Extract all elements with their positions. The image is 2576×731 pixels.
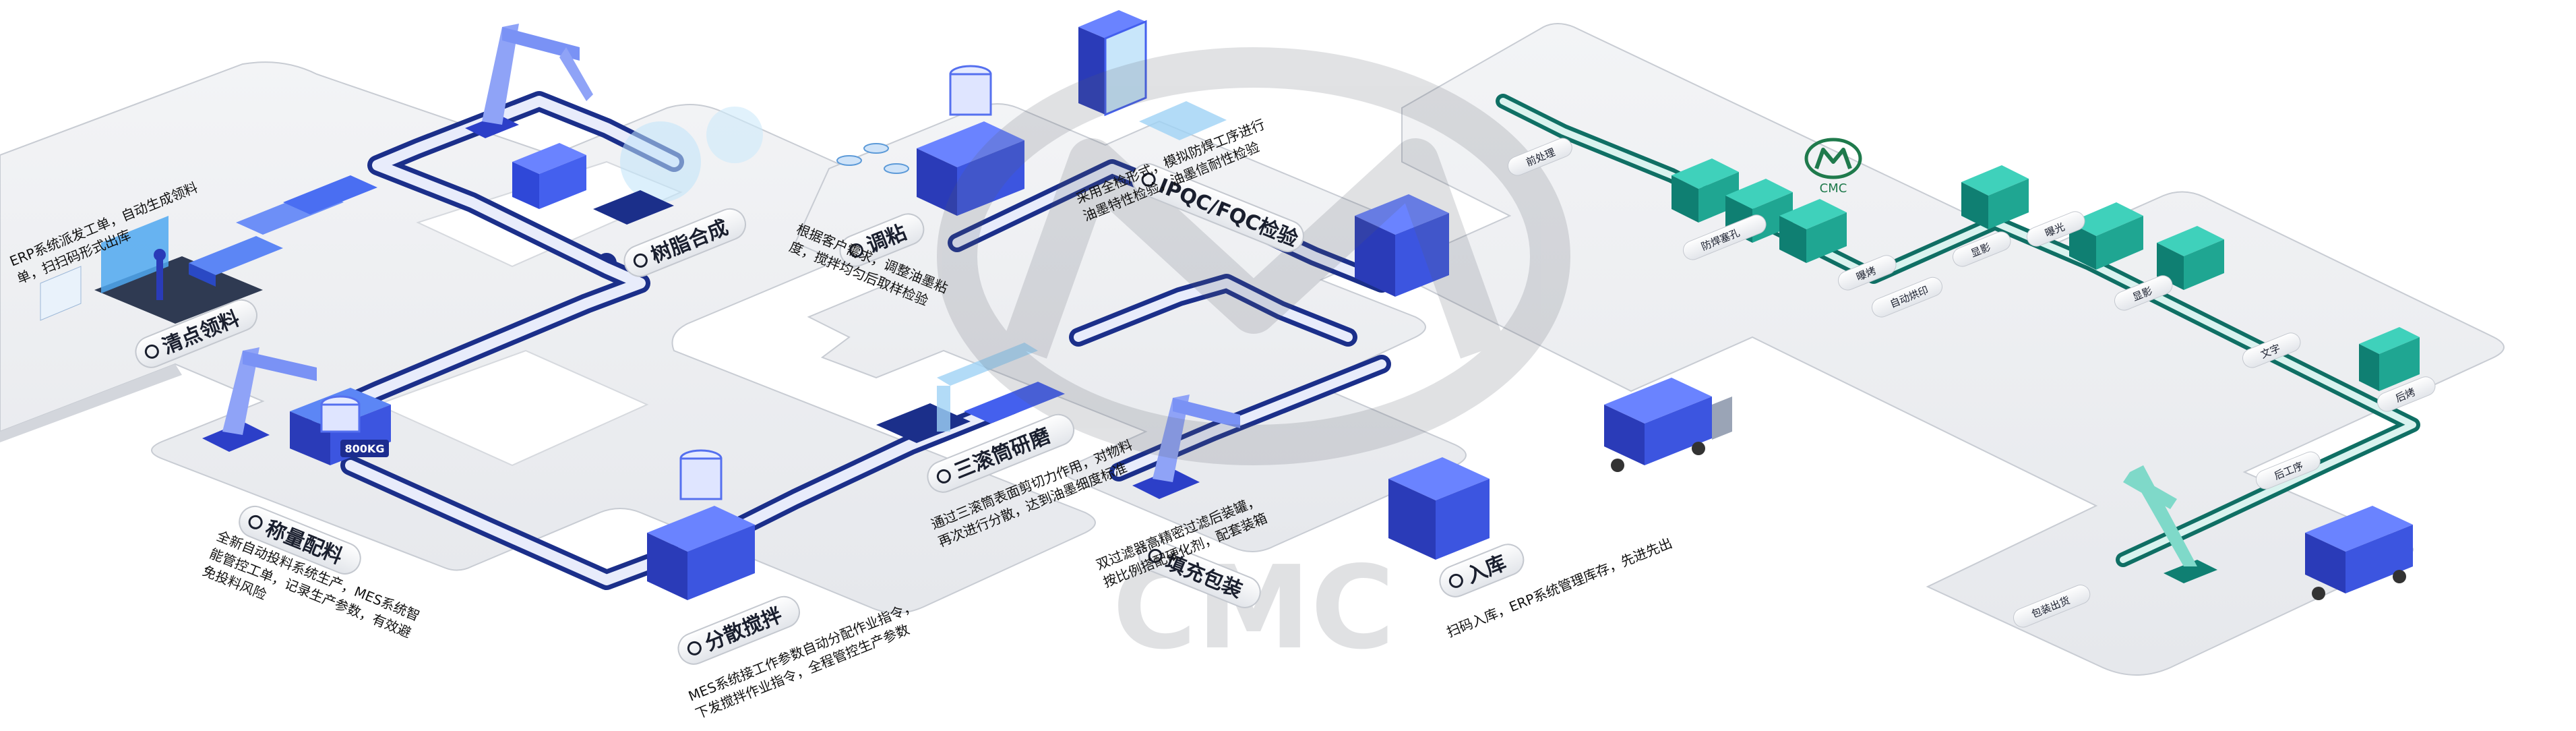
blue-cube-storage xyxy=(1355,194,1449,297)
middle-platform-top xyxy=(794,103,1467,553)
cmc-logo-right: CMC xyxy=(1804,138,1862,196)
right-label-tieying: 显影 xyxy=(2114,275,2173,311)
dispersion-mixer xyxy=(647,449,755,600)
server-racks xyxy=(189,175,377,287)
robot-arm-resin xyxy=(465,24,593,138)
right-label-houcheng: 后烤 xyxy=(2376,376,2436,412)
right-teal-machines xyxy=(1672,158,2420,391)
right-robot-arm xyxy=(2123,465,2217,583)
ink-cans xyxy=(836,143,909,174)
desc-fensan: MES系统接工作参数自动分配作业指令， 下发搅拌作业指令，全程管控生产参数 xyxy=(686,598,919,722)
packing-robot xyxy=(1132,394,1240,499)
delivery-truck-right xyxy=(2305,506,2413,600)
office-desk-scene xyxy=(40,175,377,324)
middle-platform xyxy=(794,103,1467,553)
qc-cabinet xyxy=(1078,10,1227,140)
viscosity-station xyxy=(836,65,1024,216)
three-roll-mill xyxy=(876,343,1065,443)
tank-800kg xyxy=(320,395,361,433)
right-label-baoguang: 曝光 xyxy=(2026,211,2085,247)
delivery-truck-mid xyxy=(1604,378,1732,472)
resin-machine xyxy=(512,107,763,225)
logo-text: CMC xyxy=(1820,181,1847,196)
warehouse-cube xyxy=(1388,457,1490,560)
capacity-label: 800KG xyxy=(345,442,385,455)
right-label-baokao: 曝烤 xyxy=(1837,255,1897,291)
left-platform-edge xyxy=(0,364,182,442)
left-platform-inner-cut-2 xyxy=(375,349,649,467)
right-label-paoguang: 显影 xyxy=(1952,231,2011,267)
right-label-wenzi: 文字 xyxy=(2242,332,2301,368)
weighing-robot: 800KG xyxy=(202,347,391,465)
capacity-badge xyxy=(340,440,389,457)
